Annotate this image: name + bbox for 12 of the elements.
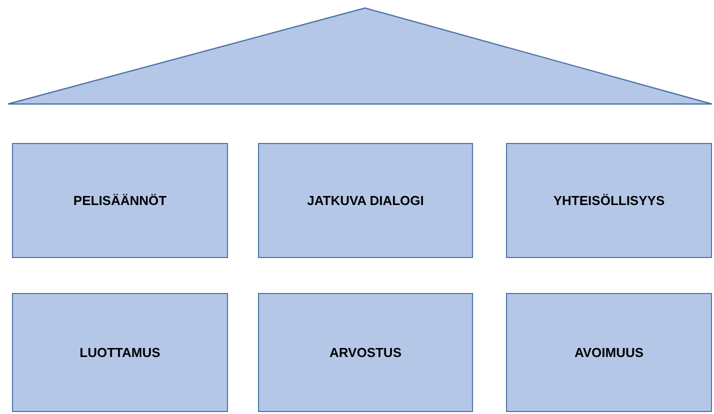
pillar-label: ARVOSTUS [330,344,402,362]
pillar-box [258,143,473,258]
pillar-label: LUOTTAMUS [80,344,160,362]
pillar-box [12,143,228,258]
pillar-label: PELISÄÄNNÖT [73,192,167,210]
pillar-box [506,143,712,258]
pillar-label: AVOIMUUS [574,344,644,362]
pillar-box [12,293,228,412]
pillar-box [258,293,473,412]
pillar-label: JATKUVA DIALOGI [307,192,424,210]
pillar-label: YHTEISÖLLISYYS [553,192,665,210]
pillar-box [506,293,712,412]
